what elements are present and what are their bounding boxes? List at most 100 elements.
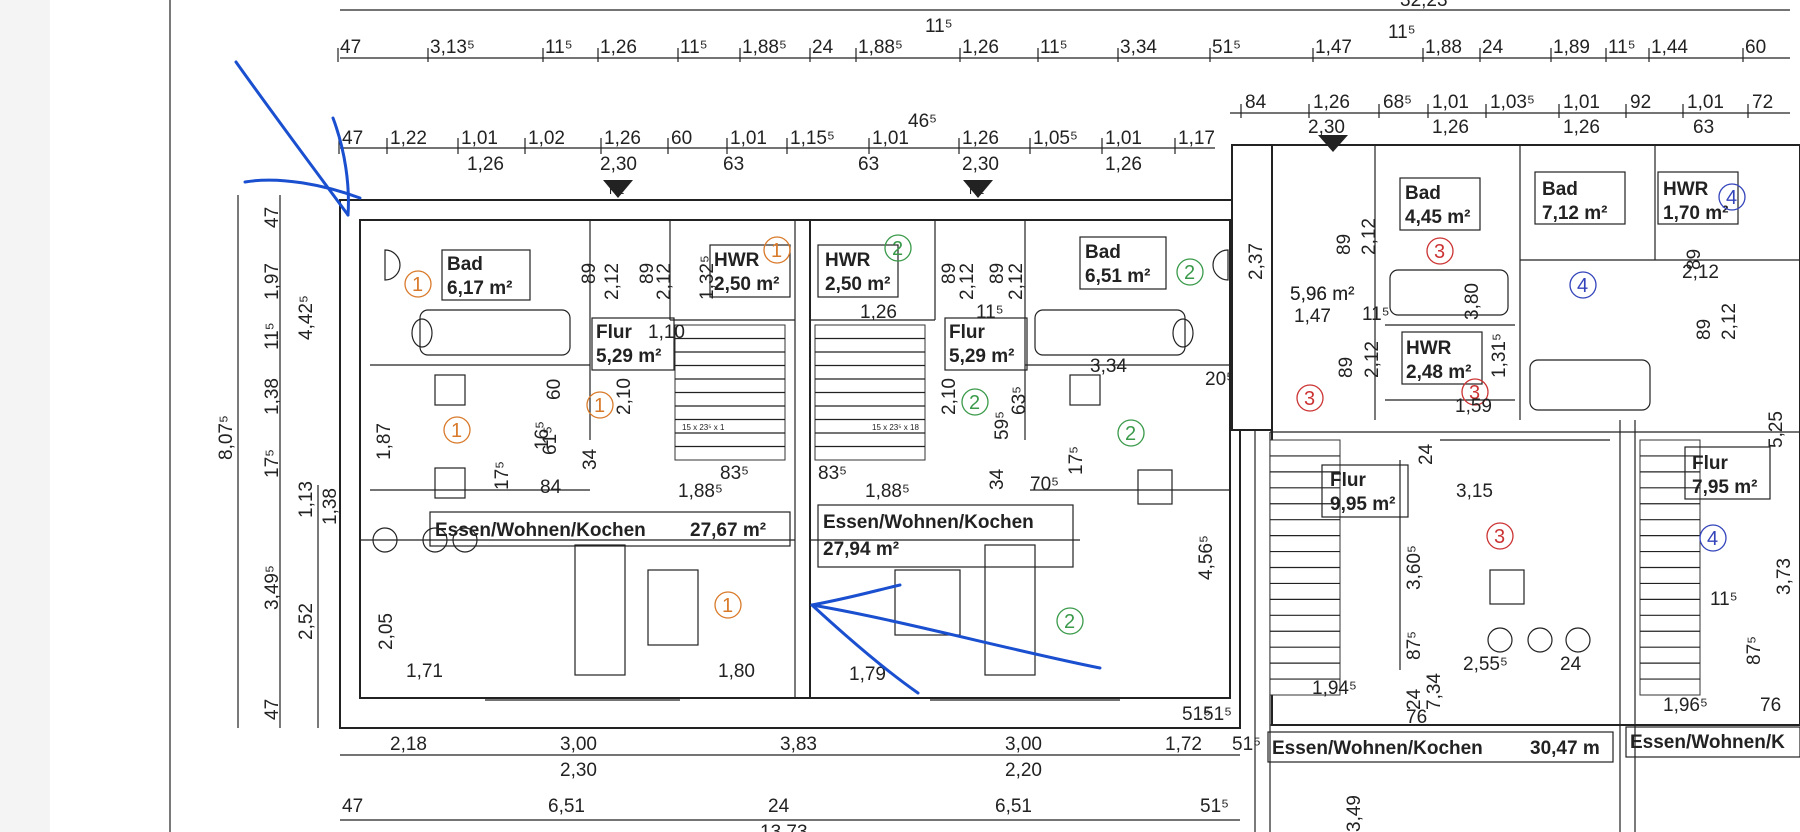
dim-top-row1: 3,34 [1120,37,1157,58]
unit-marker-circle [763,236,791,264]
inner-dimension-label: 1,47 [1294,306,1331,327]
dim-top-row2a: 84 [1245,92,1267,113]
kitchen-sink-2 [1069,374,1101,406]
dim-top-row1: 1,26 [600,37,637,58]
dim-top-row3a: 1,02 [528,128,565,149]
table-1 [647,569,699,646]
inner-dimension-label: 61⁵ [540,426,561,455]
dim-top-row3a: 47 [342,128,363,149]
dim-bottom-row1: 3,83 [780,734,817,755]
overall-width-label: 32,23 [1400,0,1448,11]
dim-top-row3a: 1,17 [1178,128,1215,149]
inner-dimension-label: 3,73 [1774,558,1795,595]
inner-dimension-label: 89 [637,263,658,284]
inner-dimension-label: 11⁵ [976,302,1004,323]
pen-stroke-3 [243,178,362,200]
dim-46-5: 46⁵ [908,111,937,132]
room-ewk-2-name: Essen/Wohnen/Kochen [823,512,1034,533]
room-hwr-1-name: HWR [714,250,760,271]
room-ewk-1-area: 27,67 m² [690,520,766,541]
dim-top-row1: 11⁵ [680,37,708,58]
dim-top-row1: 24 [812,37,834,58]
room-hwr-2-name: HWR [825,250,871,271]
dim-bottom-row1: 2,18 [390,734,427,755]
inner-dimension-label: 70⁵ [1030,474,1059,495]
stair-label-2: 15 x 23⁵ x 18 [872,423,919,432]
inner-dimension-label: 17⁵ [492,461,513,490]
room-flur-3-area: 9,95 m² [1330,494,1395,515]
inner-dimension-label: 87⁵ [1404,631,1425,660]
dim-bottom-cut: 13,73 [760,822,808,832]
unit-marker-number: 2 [1184,262,1195,284]
inner-dimension-label: 76 [1760,695,1781,716]
dim-top-row1: 47 [340,37,361,58]
dim-bottom-row2: 2,30 [560,760,597,781]
unit-marker-number: 3 [1494,526,1505,548]
unit-marker-number: 2 [892,238,903,260]
unit-marker-circle [1117,419,1145,447]
dim-top-row2a: 92 [1630,92,1651,113]
dim-top-row2b: 1,26 [1432,117,1469,138]
inner-dimension-label: 16⁵ [532,421,553,450]
dim-bottom-row3: 6,51 [995,796,1032,817]
pen-annotations [234,60,1102,695]
unit-marker-circle [1718,183,1746,211]
dim-top-row3a: 60 [671,128,692,149]
dim-top-row2a: 72 [1752,92,1773,113]
dim-bottom-row3: 6,51 [548,796,585,817]
inner-dimension-label: 24 [1416,443,1437,465]
unit-marker-circle [443,416,471,444]
unit-marker-number: 1 [771,240,782,262]
inner-dimension-label: 1,32⁵ [697,255,718,300]
room-ewk-3-name: Essen/Wohnen/Kochen [1272,738,1483,759]
inner-dimension-label: 20⁵ [1205,369,1234,390]
room-hwr-2-area: 2,50 m² [825,274,890,295]
inner-dimension-label: 2,37 [1246,243,1267,280]
inner-dimension-label: 11⁵ [1362,304,1390,325]
inner-dimension-label: 83⁵ [720,463,749,484]
dim-left-col1: 47 [262,699,283,720]
dim-total-height: 8,07⁵ [216,415,237,460]
inner-dimension-label: 24 [1560,654,1582,675]
inner-dimension-label: 84 [540,477,562,498]
inner-dimension-label: 59⁵ [992,411,1013,440]
inner-dimension-label: 3,80 [1462,283,1483,320]
inner-dimension-label: 1,59 [1455,396,1492,417]
cooktop-2 [1137,469,1173,505]
inner-dimension-label: 2,05 [376,613,397,650]
tag-h2: H2 [969,183,985,197]
dim-top-row3b: 1,26 [467,154,504,175]
dim-top-row2a: 68⁵ [1383,92,1412,113]
sofa-2 [984,544,1036,676]
unit-marker-number: 1 [722,595,733,617]
inner-dimension-label: 1,94⁵ [1312,678,1357,699]
room-flur-4-area: 7,95 m² [1692,477,1757,498]
inner-dimension-label: 89 [579,263,600,284]
dim-top-row1: 11⁵ [545,37,573,58]
inner-dimension-label: 1,31⁵ [1489,333,1510,378]
dim-left-col2: 4,42⁵ [296,295,317,340]
dim-top-row2b: 1,26 [1563,117,1600,138]
dim-top-row3a: 1,15⁵ [790,128,835,149]
inner-dimension-label: 2,10 [939,378,960,415]
inner-dimension-label: 2,12 [1006,263,1027,300]
room-flur-4-name: Flur [1692,453,1728,474]
dim-top-row1: 1,26 [962,37,999,58]
dim-left-col1: 11⁵ [262,322,283,350]
room-flur-2-area: 5,29 m² [949,346,1014,367]
inner-dimension-label: 83⁵ [818,463,847,484]
bathtub-2 [1034,309,1186,356]
inner-dimension-label: 89 [1336,357,1357,378]
room-labels: Bad 6,17 m² HWR 2,50 m² HWR 2,50 m² Bad … [429,171,1800,763]
inner-dimension-label: 87⁵ [1744,636,1765,665]
dim-top-row3a: 1,01 [461,128,498,149]
dim-bottom-row2: 2,20 [1005,760,1042,781]
room-bad-4-name: Bad [1542,179,1578,200]
inner-dimension-label: 2,12 [654,263,675,300]
inner-dimension-label: 76 [1406,707,1427,728]
room-ewk-4-name: Essen/Wohnen/K [1630,732,1785,753]
unit-marker-number: 1 [594,395,605,417]
